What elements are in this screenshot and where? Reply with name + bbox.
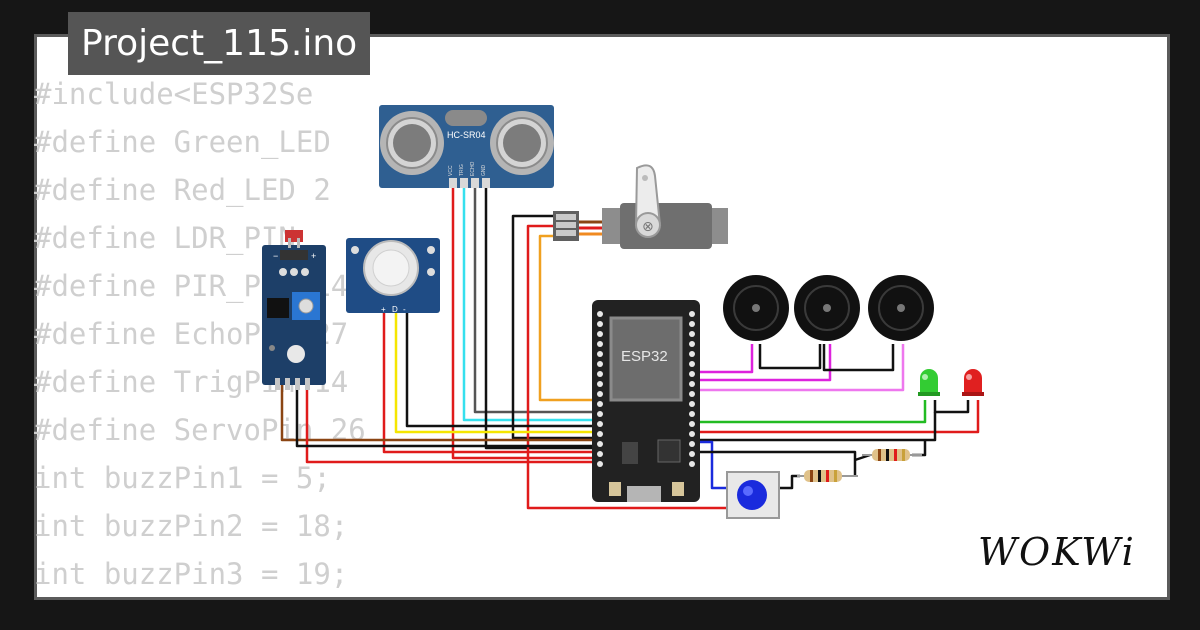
wire-yellow-pir-out [394, 312, 600, 434]
ldr-minus-icon: − [273, 251, 278, 261]
ultrasonic-transducer-right [490, 111, 554, 175]
wire-black-buzzer-2 [822, 344, 895, 372]
ultrasonic-pin-label: VCC [448, 165, 454, 176]
wire-black-buzzer-1 [758, 344, 822, 370]
ultrasonic-pin-label: GND [481, 165, 487, 177]
resistor-1 [797, 470, 858, 482]
wire-blue-button [695, 440, 727, 490]
code-line: #define LDR_PIN [34, 221, 296, 255]
wire-magenta-buzzer-2 [695, 344, 832, 382]
code-line: int buzzPin1 = 5; [34, 461, 331, 495]
wire-black-button-resistor [778, 474, 800, 490]
ldr-plus-icon: + [311, 251, 316, 261]
code-line: int buzzPin3 = 19; [34, 557, 349, 591]
code-line: #define Red_LED 2 [34, 173, 331, 207]
servo-screw-icon: ⊗ [642, 219, 654, 235]
push-button[interactable] [726, 471, 780, 519]
green-led[interactable] [918, 369, 940, 396]
usb-port [627, 486, 661, 502]
pir-pin-label: D [392, 305, 398, 314]
ldr-module[interactable]: − + [262, 230, 326, 390]
code-line: int buzzPin2 = 18; [34, 509, 349, 543]
wire-brown-ldr [280, 385, 600, 442]
pir-pin-label: + [381, 305, 386, 314]
wires [280, 183, 980, 510]
wire-red-ldr-vcc [305, 385, 600, 464]
ultrasonic-label: HC-SR04 [447, 130, 486, 140]
wokwi-logo: WOKWi [978, 530, 1136, 574]
wire-black-green-led [933, 400, 970, 414]
code-line: #define ServoPin 26 [34, 413, 366, 447]
red-led[interactable] [962, 369, 984, 396]
wire-black-ultrasonic-echo [473, 183, 600, 414]
esp32-pins-right [689, 311, 695, 467]
wire-black-pir-gnd [405, 312, 600, 428]
buzzer-1[interactable] [723, 275, 789, 341]
wire-black-ultrasonic-gnd [484, 183, 600, 450]
code-line: #define Green_LED [34, 125, 331, 159]
buzzer-2[interactable] [794, 275, 860, 341]
wire-red-servo-vcc [526, 224, 727, 510]
wire-black-resistor-gnd [695, 450, 857, 476]
project-title[interactable]: Project_115.ino [68, 12, 371, 75]
wire-black-resistor-3 [912, 440, 927, 457]
ultrasonic-pin-label: TRIG [459, 164, 465, 176]
servo-motor[interactable]: ⊗ [553, 164, 728, 249]
resistor-2 [862, 449, 922, 461]
ultrasonic-sensor[interactable]: HC-SR04 VCC TRIG ECHO GND [379, 105, 554, 188]
code-preview: #include<ESP32Se #define Green_LED #define… [34, 70, 366, 598]
wire-cyan-ultrasonic-trig [462, 183, 600, 422]
pir-pin-label: - [403, 305, 406, 314]
wire-red-ultrasonic-vcc [451, 183, 600, 460]
ultrasonic-pin-label: ECHO [470, 161, 476, 176]
buzzer-3[interactable] [868, 275, 934, 341]
wire-black-led-gnd [695, 412, 937, 442]
wire-red-red-led [695, 400, 980, 434]
wire-green-green-led [695, 400, 927, 424]
esp32-board[interactable]: ESP32 [592, 300, 700, 502]
wire-black-servo-gnd [511, 214, 600, 440]
wire-black-ldr-gnd [295, 385, 600, 448]
wire-magenta-buzzer-1 [695, 344, 754, 374]
esp32-label: ESP32 [621, 348, 668, 365]
wire-orange-servo-signal [538, 234, 600, 402]
esp32-pins-left [597, 311, 603, 467]
ultrasonic-transducer-left [380, 111, 444, 175]
pir-sensor[interactable]: + D - [346, 238, 440, 314]
wire-red-pir-vcc [382, 312, 600, 454]
wire-pink-buzzer-3 [695, 344, 905, 392]
code-line: #include<ESP32Se [34, 77, 314, 111]
